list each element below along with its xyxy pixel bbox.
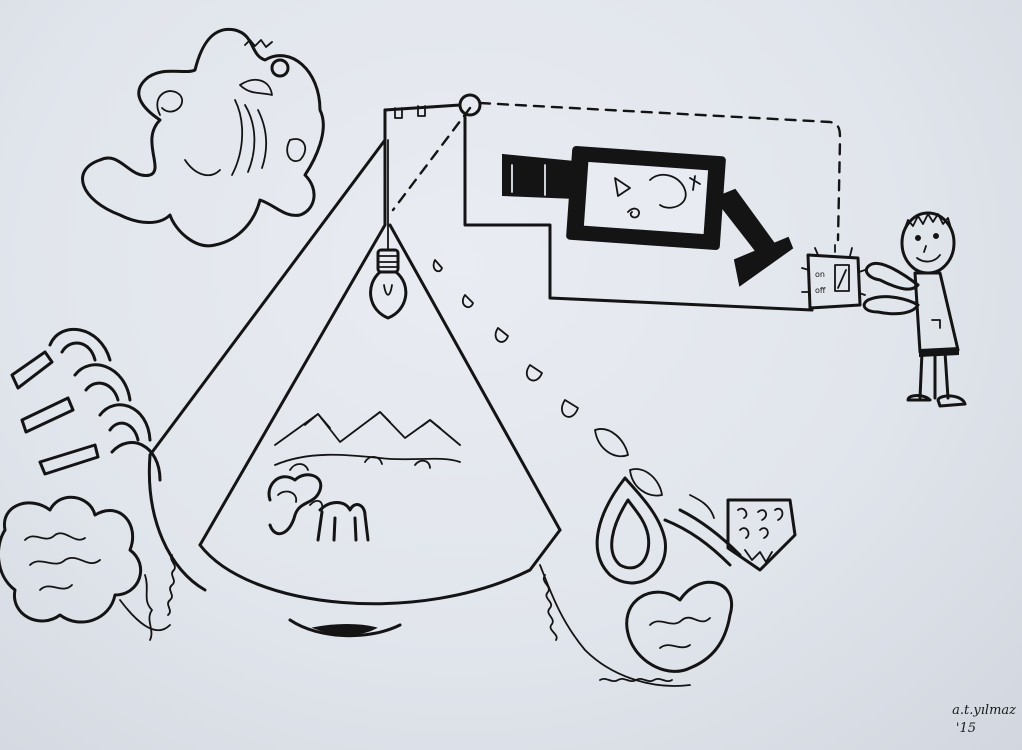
cloud-creature — [83, 29, 324, 245]
wiring — [385, 95, 840, 310]
water-drops — [434, 260, 714, 518]
central-cone — [145, 140, 690, 686]
projector-screen — [503, 147, 792, 285]
spring-coils — [168, 555, 672, 681]
switch-off-label: off — [815, 286, 826, 295]
hanging-lamp — [371, 140, 406, 318]
boy-figure — [864, 213, 965, 406]
artist-signature: a.t.yılmaz '15 — [912, 702, 1016, 746]
signature-year: '15 — [955, 721, 976, 736]
switch-on-label: on — [815, 270, 825, 279]
switch-box: on off — [802, 245, 865, 308]
drop-creature — [597, 478, 795, 671]
mountain-landscape — [269, 412, 460, 540]
left-tentacles — [0, 329, 170, 630]
signature-name: a.t.yılmaz — [952, 703, 1016, 718]
